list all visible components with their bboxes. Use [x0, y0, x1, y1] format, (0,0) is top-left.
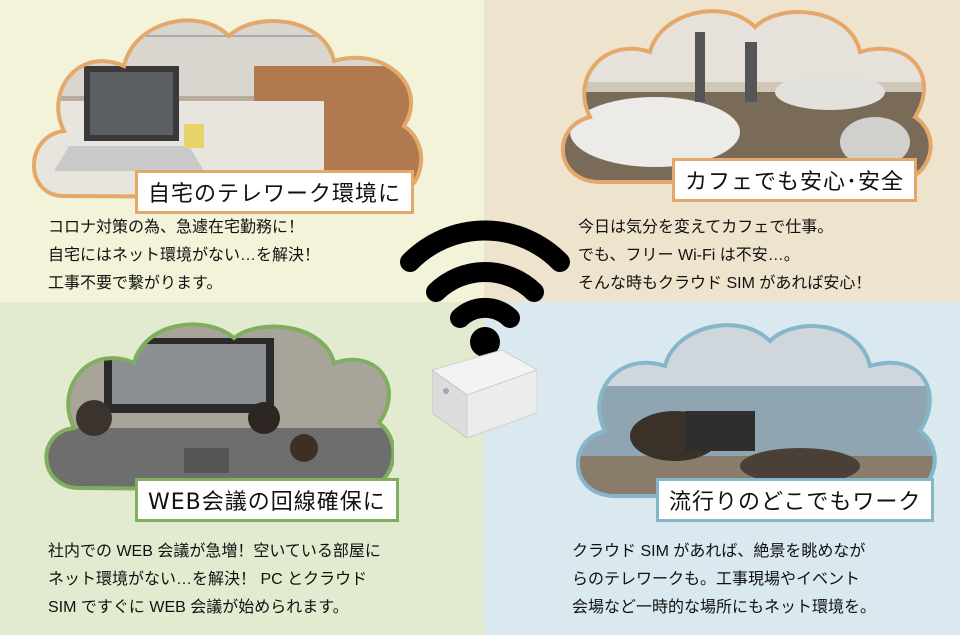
web-description: 社内での WEB 会議が急増！空いている部屋に ネット環境がない…を解決！ PC…	[48, 538, 381, 622]
travel-line-1: クラウド SIM があれば、絶景を眺めなが	[572, 543, 866, 560]
cafe-title: カフェでも安心･安全	[672, 158, 918, 202]
wifi-icon	[400, 220, 570, 360]
home-line-1: コロナ対策の為、急遽在宅勤務に！	[48, 219, 305, 236]
web-line-1: 社内での WEB 会議が急増！空いている部屋に	[48, 543, 381, 560]
travel-line-2: らのテレワークも。工事現場やイベント	[572, 571, 861, 588]
cafe-line-3: そんな時もクラウド SIM があれば安心！	[578, 275, 872, 292]
travel-description: クラウド SIM があれば、絶景を眺めなが らのテレワークも。工事現場やイベント…	[572, 538, 876, 622]
web-line-2: ネット環境がない…を解決！ PC とクラウド	[48, 571, 368, 588]
travel-line-3: 会場など一時的な場所にもネット環境を。	[572, 599, 877, 616]
cafe-description: 今日は気分を変えてカフェで仕事。 でも、フリー Wi-Fi は不安…。 そんな時…	[578, 214, 871, 298]
cafe-photo-cloud	[545, 2, 940, 202]
home-title: 自宅のテレワーク環境に	[135, 170, 415, 214]
travel-photo-cloud	[560, 316, 945, 516]
cafe-line-1: 今日は気分を変えてカフェで仕事。	[578, 219, 834, 236]
router-device	[430, 349, 539, 439]
home-description: コロナ対策の為、急遽在宅勤務に！ 自宅にはネット環境がない…を解決！ 工事不要で…	[48, 214, 320, 298]
home-line-2: 自宅にはネット環境がない…を解決！	[48, 247, 321, 264]
home-line-3: 工事不要で繋がります。	[48, 275, 223, 292]
web-title: WEB会議の回線確保に	[135, 478, 399, 522]
web-line-3: SIM ですぐに WEB 会議が始められます。	[48, 599, 349, 616]
travel-title: 流行りのどこでもワーク	[656, 478, 935, 522]
cafe-line-2: でも、フリー Wi-Fi は不安…。	[578, 247, 800, 264]
